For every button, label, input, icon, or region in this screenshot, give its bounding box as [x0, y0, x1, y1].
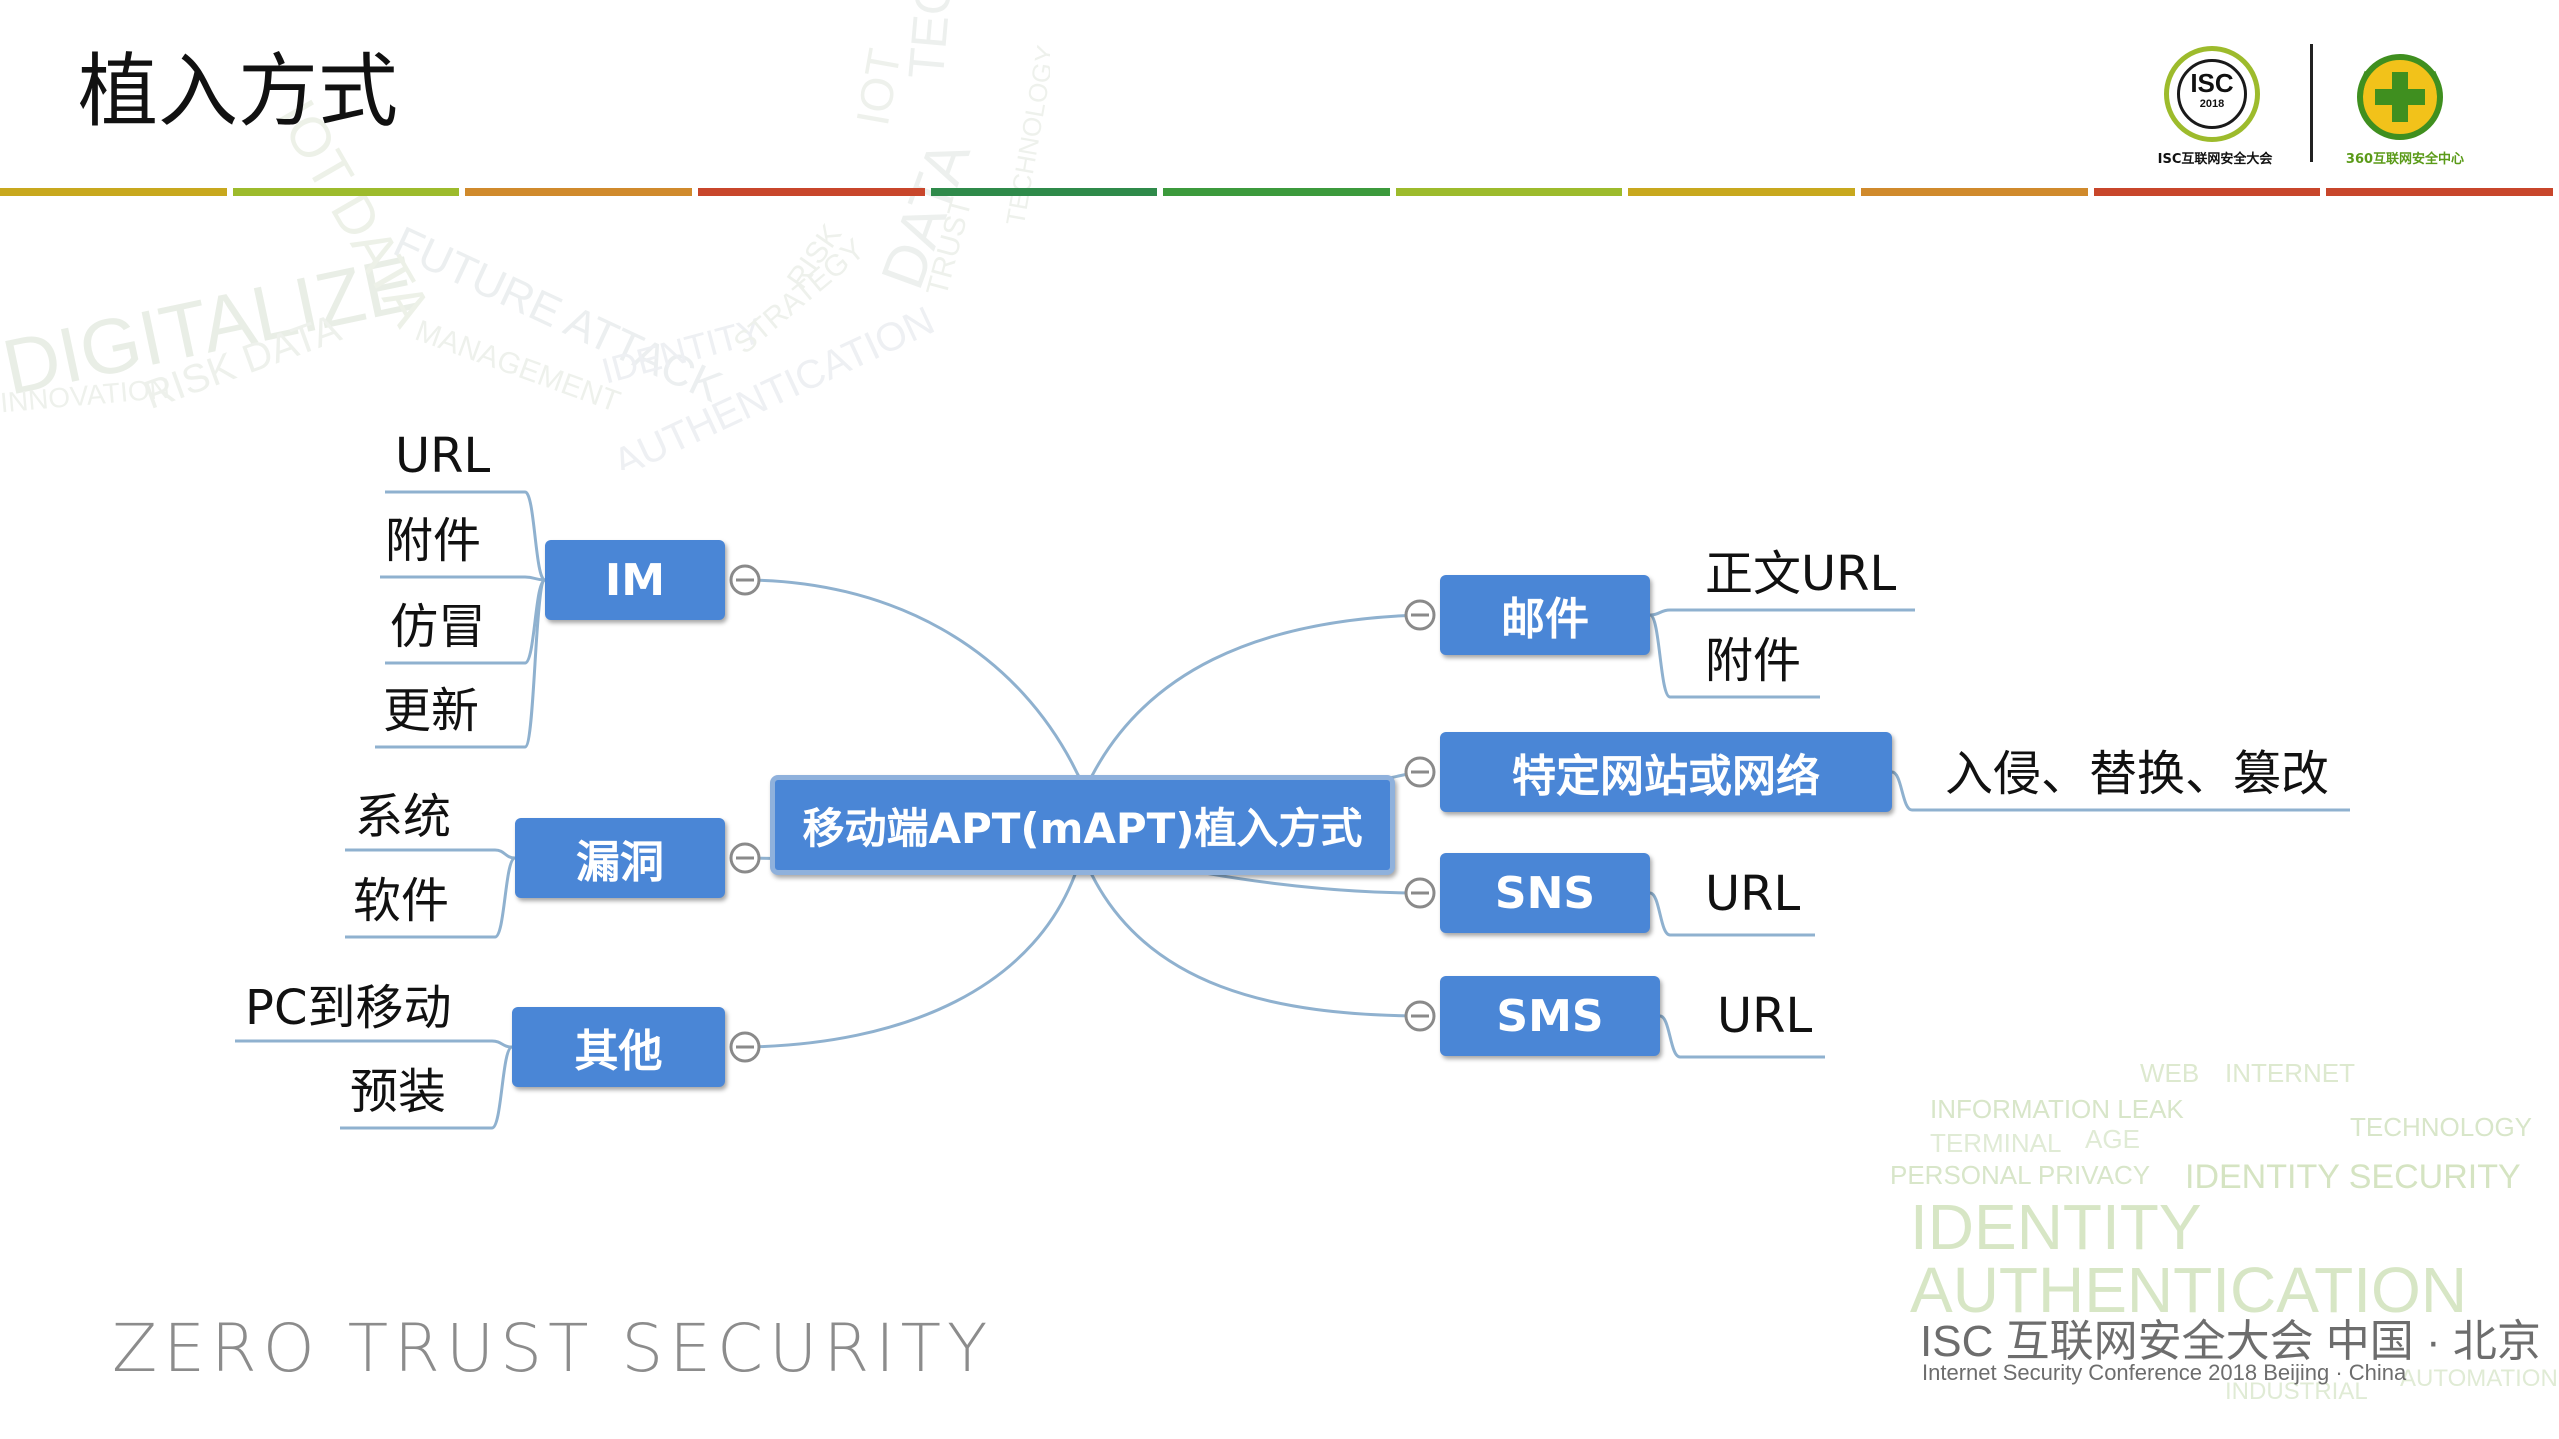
header-color-bar — [0, 188, 2559, 196]
wc-word: INTERNET — [2225, 1058, 2355, 1088]
connector-leaf — [1649, 608, 1915, 617]
leaf-sms-url[interactable]: URL — [1717, 988, 1813, 1044]
wc-word: INFORMATION LEAK — [1930, 1094, 2184, 1124]
isc-logo: ISC 2018 — [2164, 46, 2260, 142]
leaf-im-attachment[interactable]: 附件 — [385, 513, 482, 569]
leaf-mail-body-url[interactable]: 正文URL — [1705, 546, 1897, 602]
color-bar-segment — [930, 188, 1158, 196]
wc-word: TERMINAL — [1930, 1128, 2062, 1158]
logo-area: ISC 2018 ISC互联网安全大会 360互联网安全中心 — [2150, 38, 2490, 168]
wc-word: IDENTITY — [1910, 1191, 2202, 1263]
wc-word: AUTHENTICATION — [1910, 1254, 2468, 1326]
mindmap-center-node[interactable]: 移动端APT(mAPT)植入方式 — [770, 775, 1395, 875]
leaf-vuln-software[interactable]: 软件 — [353, 873, 450, 929]
leaf-other-preinstalled[interactable]: 预装 — [350, 1064, 447, 1120]
branch-label: SMS — [1496, 990, 1604, 1042]
color-bar-segment — [2093, 188, 2321, 196]
footer-isc: ISC 互联网安全大会 中国 · 北京 — [1920, 1317, 2541, 1366]
branch-node-vulnerability[interactable]: 漏洞 — [515, 818, 725, 898]
background-wordcloud-bottom: WEB INTERNET INFORMATION LEAK TERMINAL A… — [1880, 1050, 2559, 1420]
branch-node-im[interactable]: IM — [545, 540, 725, 620]
connector-center-sms — [1083, 859, 1421, 1018]
connector-leaf — [1649, 891, 1815, 937]
color-bar-segment — [1628, 188, 1856, 196]
connector-leaf — [235, 1039, 513, 1049]
wc-word: WEB — [2140, 1058, 2200, 1088]
leaf-vuln-system[interactable]: 系统 — [355, 789, 452, 845]
connector-leaf — [385, 490, 547, 582]
leaf-sns-url[interactable]: URL — [1705, 866, 1801, 922]
connector-leaf — [380, 575, 546, 582]
branch-label: 特定网站或网络 — [1512, 751, 1820, 802]
connector-leaf — [1659, 1014, 1825, 1059]
branch-node-mail[interactable]: 邮件 — [1440, 575, 1650, 655]
connector-leaf — [345, 848, 516, 860]
connector-leaf — [340, 1045, 514, 1130]
wc-word: AGE — [2085, 1124, 2140, 1154]
branch-node-sns[interactable]: SNS — [1440, 853, 1650, 933]
branch-label: 邮件 — [1501, 594, 1589, 645]
wc-word: PERSONAL PRIVACY — [1890, 1160, 2151, 1190]
connector-leaf — [345, 856, 517, 939]
wc-word: AUTOMATION — [2400, 1365, 2558, 1392]
isc-logo-text: ISC — [2190, 68, 2234, 98]
center360-logo-icon — [2357, 54, 2443, 140]
connector-leaf — [1891, 770, 2350, 812]
wc-word: INDUSTRIAL — [2225, 1378, 2368, 1405]
wc-word: IDENTITY SECURITY — [2185, 1158, 2521, 1196]
color-bar-segment — [465, 188, 692, 196]
branch-node-specific-site[interactable]: 特定网站或网络 — [1440, 732, 1892, 812]
color-bar-segment — [0, 188, 227, 196]
isc-logo-caption: ISC互联网安全大会 — [2157, 152, 2273, 167]
center-node-label: 移动端APT(mAPT)植入方式 — [802, 803, 1363, 853]
connector-center-mail — [1083, 613, 1421, 791]
footer-isc-en: Internet Security Conference 2018 Beijin… — [1922, 1360, 2407, 1385]
branch-node-sms[interactable]: SMS — [1440, 976, 1660, 1056]
color-bar-segment — [2326, 188, 2554, 196]
connector-center-other — [744, 859, 1082, 1049]
leaf-other-pc-to-mobile[interactable]: PC到移动 — [245, 980, 452, 1036]
color-bar-segment — [1163, 188, 1390, 196]
branch-label: IM — [604, 554, 666, 606]
leaf-im-url[interactable]: URL — [395, 428, 491, 484]
isc-logo-year: 2018 — [2199, 98, 2225, 110]
color-bar-segment — [1861, 188, 2088, 196]
footer-tagline: ZERO TRUST SECURITY — [112, 1310, 994, 1387]
color-bar-segment — [232, 188, 460, 196]
connector-center-im — [744, 578, 1087, 791]
leaf-im-impersonation[interactable]: 仿冒 — [390, 599, 487, 655]
color-bar-segment — [1395, 188, 1623, 196]
leaf-im-update[interactable]: 更新 — [383, 683, 480, 739]
branch-label: 漏洞 — [576, 837, 664, 888]
branch-node-other[interactable]: 其他 — [512, 1007, 725, 1087]
leaf-mail-attachment[interactable]: 附件 — [1705, 633, 1802, 689]
leaf-site-intrusion[interactable]: 入侵、替换、篡改 — [1945, 746, 2330, 802]
connector-leaf — [375, 578, 547, 749]
center360-logo-caption: 360互联网安全中心 — [2345, 152, 2465, 167]
logo-divider — [2310, 44, 2313, 162]
wc-word: TECHNOLOGY — [2350, 1112, 2533, 1142]
branch-label: 其他 — [574, 1026, 663, 1077]
connector-leaf — [1648, 613, 1820, 699]
page-title: 植入方式 — [78, 45, 398, 138]
branch-label: SNS — [1494, 867, 1596, 919]
color-bar-segment — [697, 188, 925, 196]
